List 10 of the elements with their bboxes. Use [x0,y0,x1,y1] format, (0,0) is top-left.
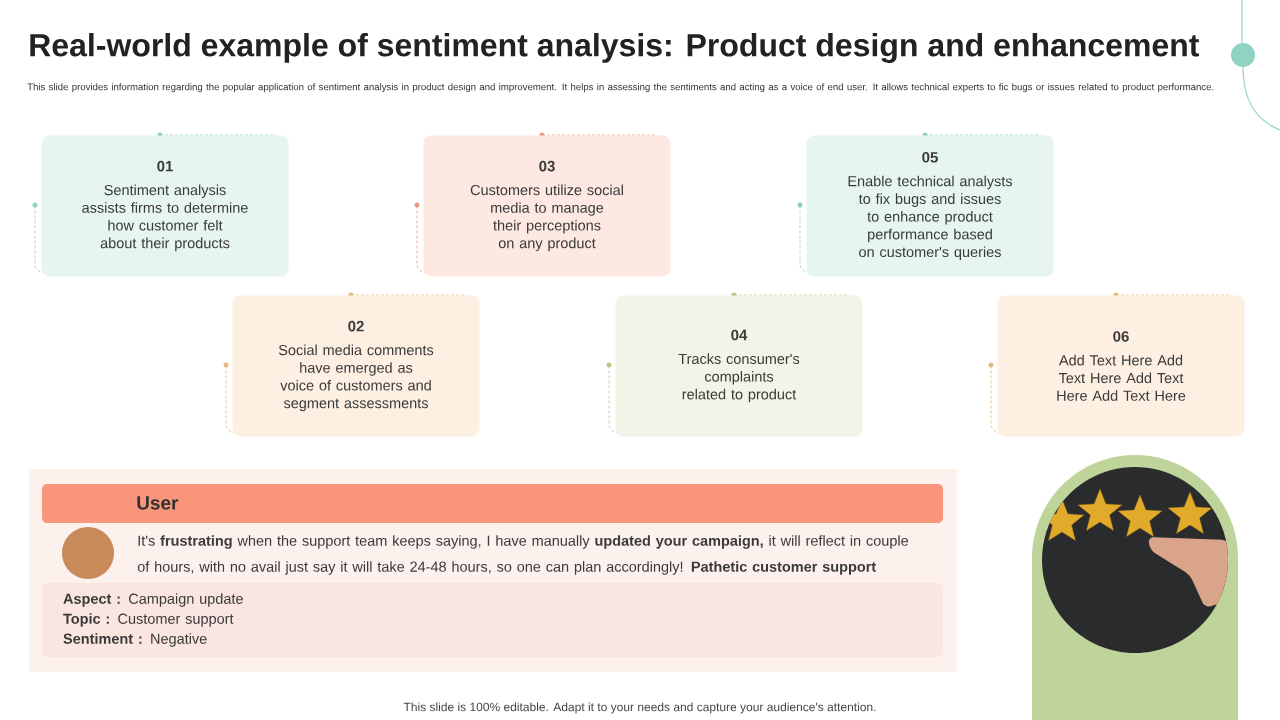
step-card: 04 Tracks consumer's complaints related to product [615,295,863,437]
description-text: This slide provides information regarding the popular application of sentiment analysis in product design and improvement. It helps in assessing the sentiments and acting as a voice of end user. It allows technical experts to fic bugs or issues related to product performance. [27,83,1214,93]
step-card: 03 Customers utilize social media to manage their perceptions on any product [423,135,671,277]
step-card: 01 Sentiment analysis assists firms to determine how customer felt about their products [41,135,289,277]
step-card: 05 Enable technical analysts to fix bugs and issues to enhance product performance based on customer's queries [806,135,1054,277]
title: Real-world example of sentiment analysis: Product design and enhancement [30,33,1199,63]
footer-note: This slide is 100% editable. Adapt it to your needs and capture your audience's attention. [403,702,876,714]
result-box: Aspect : Campaign update Topic : Customer support Sentiment : Negative [42,583,943,657]
step-card: 06 Add Text Here Add Text Here Add Text Here Add Text Here [997,295,1245,437]
step-card: 02 Social media comments have emerged as voice of customers and segment assessments [232,295,480,437]
